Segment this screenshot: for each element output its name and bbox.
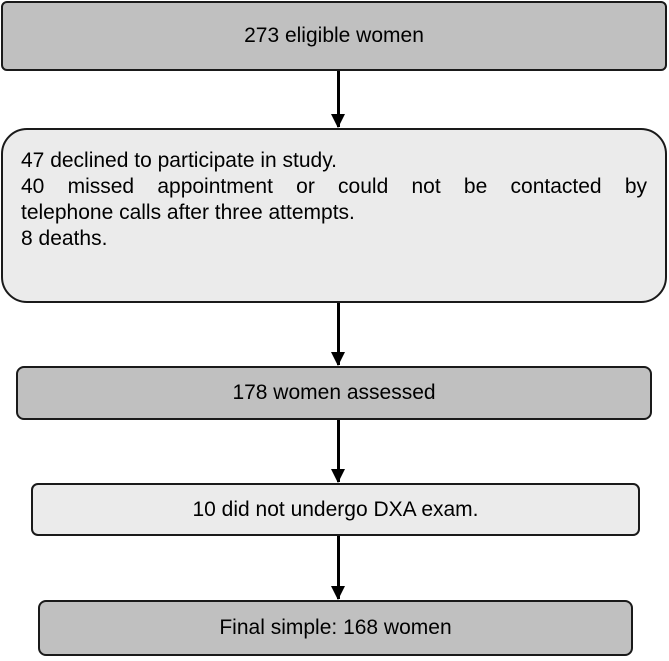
no-dxa-box: 10 did not undergo DXA exam. [31, 483, 640, 536]
eligible-women-box: 273 eligible women [1, 1, 667, 71]
down-arrow-icon [331, 536, 345, 600]
exclusions-box: 47 declined to participate in study. 40 … [1, 128, 667, 303]
down-arrow-icon [331, 71, 345, 128]
final-sample-label: Final simple: 168 women [219, 616, 452, 639]
eligible-women-label: 273 eligible women [244, 24, 424, 47]
missed-appointment-text-continued: telephone calls after three attempts. [21, 201, 355, 224]
no-dxa-label: 10 did not undergo DXA exam. [192, 497, 479, 521]
deaths-text: 8 deaths. [21, 227, 108, 250]
women-assessed-label: 178 women assessed [232, 381, 436, 404]
women-assessed-box: 178 women assessed [16, 366, 652, 420]
down-arrow-icon [331, 420, 345, 483]
missed-appointment-text: 40 missed appointment or could not be co… [21, 175, 647, 198]
declined-text: 47 declined to participate in study. [21, 149, 337, 172]
down-arrow-icon [331, 303, 345, 366]
final-sample-box: Final simple: 168 women [38, 600, 633, 656]
